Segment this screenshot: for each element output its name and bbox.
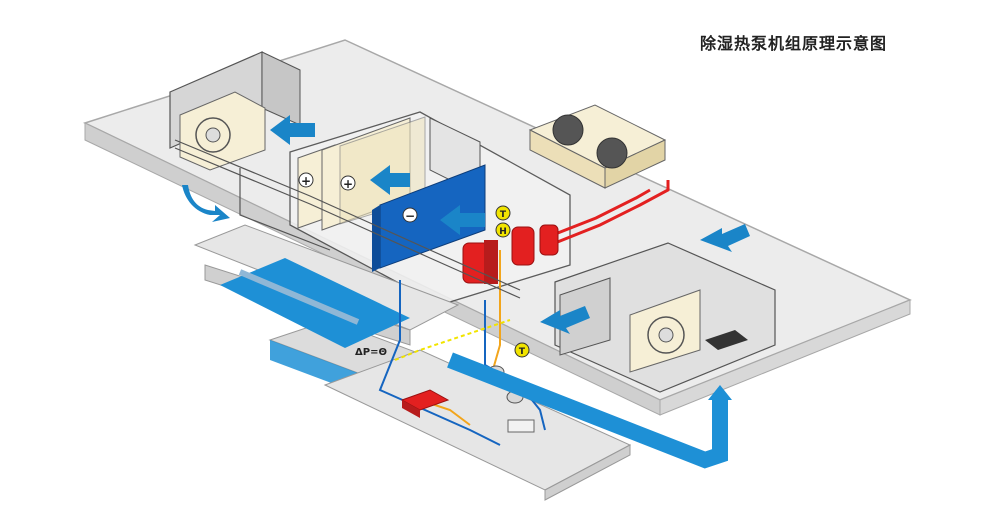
compressor (539, 224, 559, 256)
coil-minus-symbol: − (402, 207, 418, 223)
arrow-icon (270, 115, 315, 145)
duct-lines (174, 139, 521, 299)
pressure-label: ΔP=Θ (355, 347, 387, 358)
temperature-sensor-icon: T (495, 205, 511, 221)
air-flow-arrows (182, 115, 750, 334)
water-temperature-sensor-icon: T (514, 342, 530, 358)
pool-tubes (238, 269, 360, 325)
filter (507, 419, 535, 433)
panel-plus-symbol: + (298, 172, 314, 188)
arrow-icon (182, 185, 230, 222)
refrigerant-pipes (544, 180, 670, 247)
svg-text:H: H (499, 227, 507, 237)
condenser-fan-icon (552, 114, 584, 146)
svg-text:T: T (519, 347, 526, 357)
condenser-fan-icon (596, 137, 628, 169)
heater (400, 389, 450, 411)
compressor (511, 226, 535, 266)
svg-text:T: T (500, 210, 507, 220)
arrow-icon (700, 224, 750, 252)
arrow-icon (440, 205, 485, 235)
svg-text:+: + (301, 174, 311, 188)
humidity-sensor-icon: H (495, 222, 511, 238)
right-fan-room (554, 242, 776, 393)
svg-text:−: − (405, 209, 415, 223)
arrow-icon (540, 306, 590, 334)
diagram-title: 除湿热泵机组原理示意图 (700, 34, 888, 53)
svg-text:+: + (343, 177, 353, 191)
pool-platform (193, 224, 632, 501)
arrow-icon (370, 165, 410, 195)
outdoor-condenser (528, 104, 667, 189)
evaporator-coil (372, 164, 486, 272)
panel-plus-symbol: + (340, 175, 356, 191)
supply-duct (447, 352, 732, 469)
